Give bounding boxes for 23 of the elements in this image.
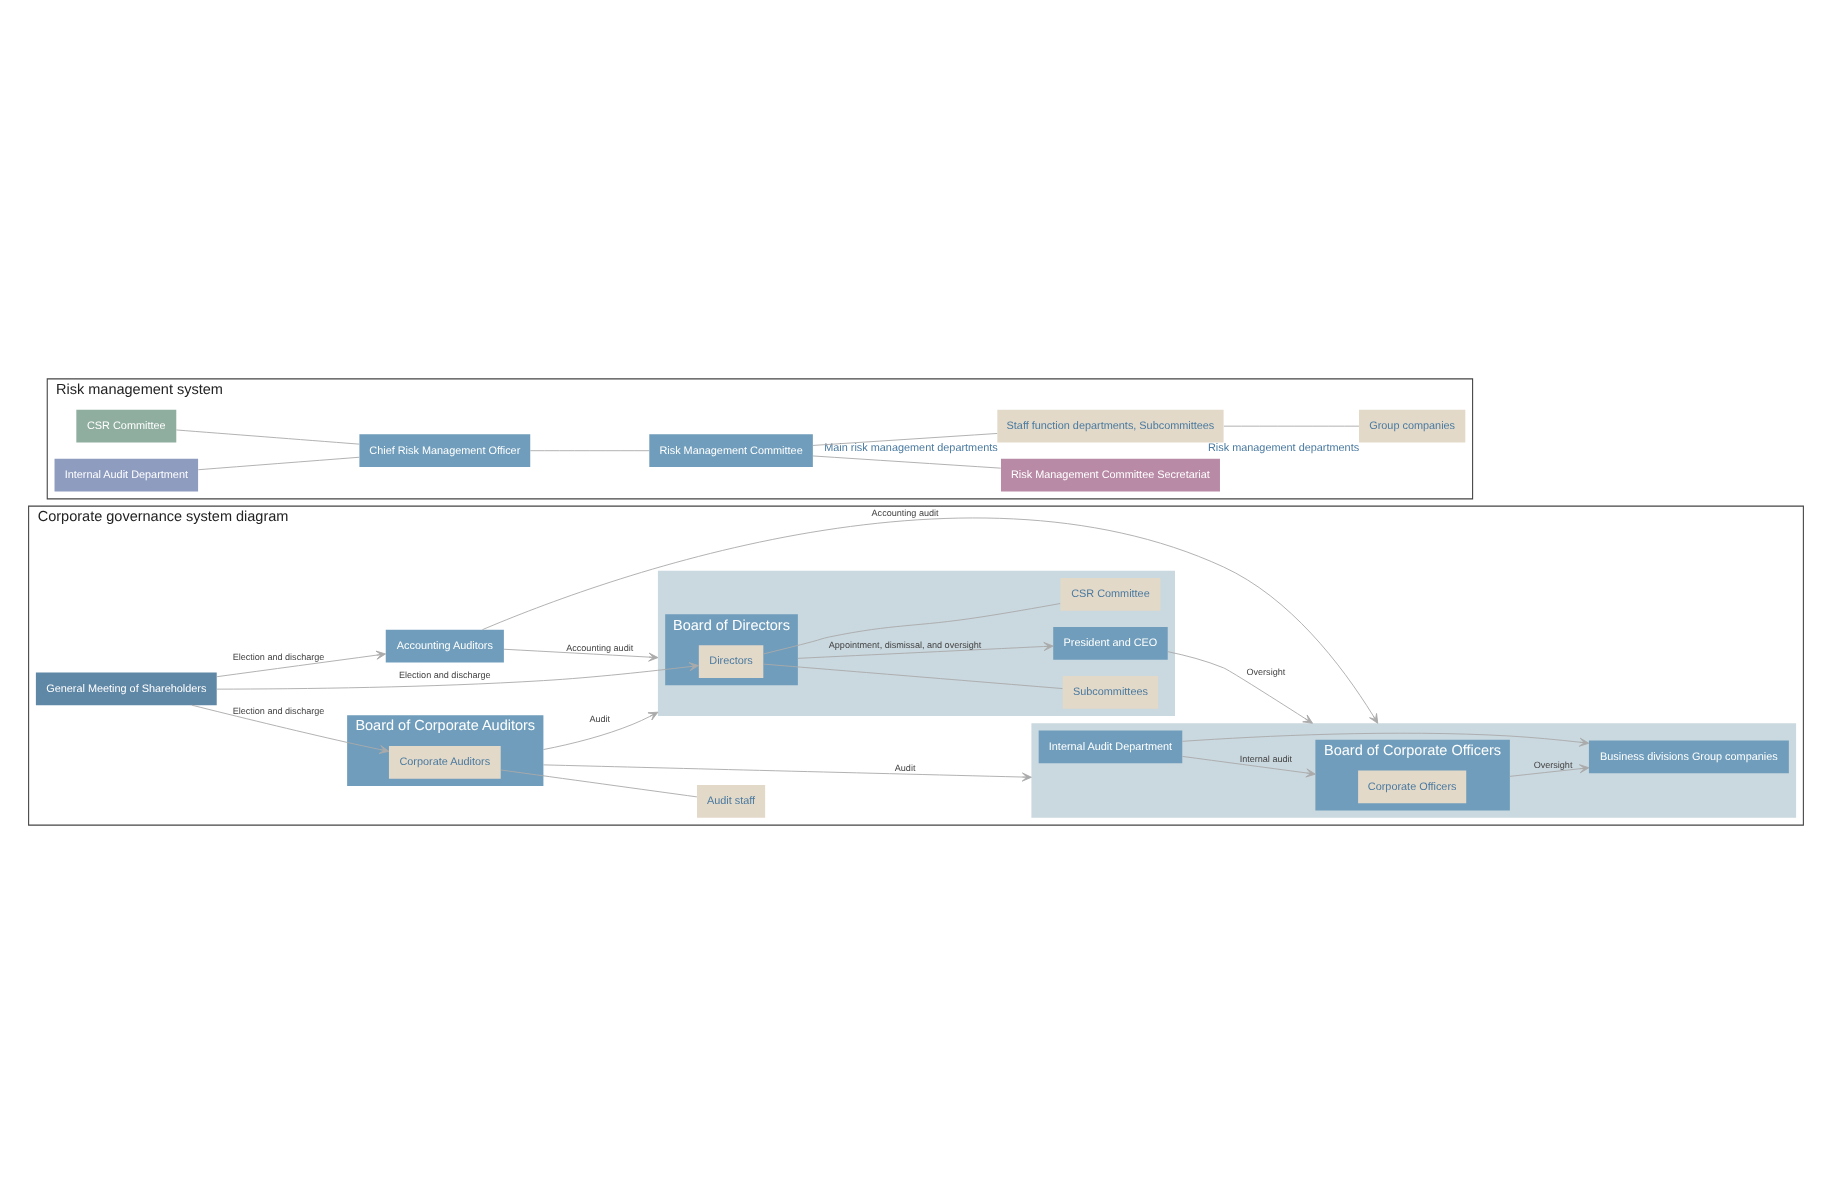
cluster — [1031, 723, 1797, 818]
arrow — [1182, 755, 1316, 778]
arrow — [216, 650, 386, 678]
connector — [763, 663, 1063, 690]
arrow — [1509, 764, 1590, 777]
arrow — [542, 764, 1032, 782]
connector — [812, 455, 1002, 469]
arrow — [481, 518, 1379, 724]
connector — [812, 433, 998, 446]
connector — [175, 429, 360, 445]
arrow — [503, 648, 659, 662]
connector — [197, 456, 360, 471]
arrow — [542, 711, 659, 750]
arrow — [797, 641, 1054, 659]
arrow — [1167, 651, 1314, 724]
arrow — [191, 704, 390, 754]
connector — [763, 603, 1061, 655]
connector — [1223, 425, 1360, 427]
connector — [500, 769, 698, 798]
cluster — [657, 570, 1175, 717]
arrow — [216, 662, 699, 690]
connector — [529, 450, 650, 452]
arrow — [1181, 732, 1590, 747]
